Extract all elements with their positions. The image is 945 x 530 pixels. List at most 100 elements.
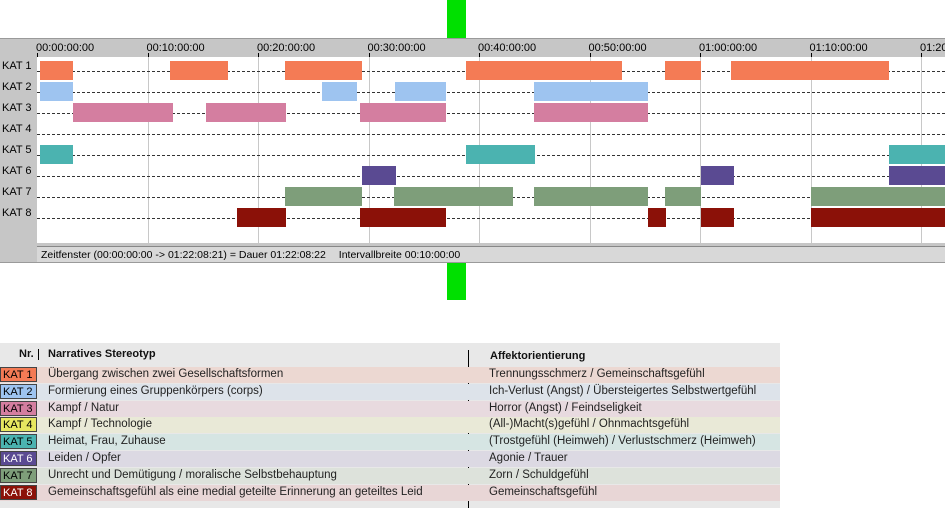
lane-baseline [37, 113, 945, 114]
lane-label: KAT 7 [2, 186, 32, 198]
header-nr: Nr. [19, 348, 34, 360]
ruler-tick-mark [700, 53, 701, 57]
narrative-text: Unrecht und Demütigung / moralische Selb… [48, 468, 337, 481]
category-segment[interactable] [888, 166, 945, 185]
category-segment[interactable] [237, 208, 286, 227]
lane-label: KAT 8 [2, 207, 32, 219]
category-segment[interactable] [40, 82, 74, 101]
interval-width-info: Intervallbreite 00:10:00:00 [338, 249, 461, 261]
category-swatch: KAT 3 [0, 400, 37, 416]
category-segment[interactable] [664, 61, 702, 80]
category-segment[interactable] [701, 208, 735, 227]
ruler-tick-label: 01:20 [920, 42, 945, 54]
category-segment[interactable] [284, 61, 362, 80]
category-segment[interactable] [322, 82, 358, 101]
ruler-tick-label: 00:50:00:00 [588, 42, 647, 54]
category-segment[interactable] [888, 145, 945, 164]
ruler-tick-label: 00:00:00:00 [36, 42, 95, 54]
category-legend-table: Nr. Narratives Stereotyp Affektorientier… [0, 343, 780, 508]
playhead-marker-top[interactable] [447, 0, 466, 38]
ruler-tick-mark [368, 53, 370, 57]
ruler-tick-mark [37, 53, 38, 57]
lane-baseline [37, 134, 945, 135]
legend-row: KAT 3 Kampf / Natur Horror (Angst) / Feind… [0, 400, 780, 417]
ruler-tick-label: 00:30:00:00 [367, 42, 426, 54]
ruler-tick-mark [921, 53, 922, 57]
affect-text: Zorn / Schuldgefühl [489, 468, 589, 481]
category-swatch: KAT 5 [0, 434, 37, 450]
category-segment[interactable] [664, 187, 702, 206]
playhead-marker-bottom[interactable] [447, 263, 466, 300]
category-segment[interactable] [810, 208, 945, 227]
time-ruler: 00:00:00:00 00:10:00:00 00:20:00:00 00:30:0… [36, 39, 945, 57]
narrative-text: Kampf / Technologie [48, 418, 152, 431]
category-segment[interactable] [284, 187, 362, 206]
ruler-tick-label: 00:10:00:00 [146, 42, 205, 54]
time-gridline [810, 57, 812, 243]
lane-label: KAT 3 [2, 102, 32, 114]
category-segment[interactable] [730, 61, 889, 80]
ruler-tick-mark [810, 53, 812, 57]
ruler-tick-label: 01:10:00:00 [809, 42, 868, 54]
ruler-tick-mark [258, 53, 259, 57]
category-segment[interactable] [206, 103, 286, 122]
affect-text: Gemeinschaftsgefühl [489, 485, 598, 498]
category-segment[interactable] [361, 166, 397, 185]
category-segment[interactable] [648, 208, 666, 227]
category-segment[interactable] [810, 187, 945, 206]
header-affect: Affektorientierung [490, 350, 586, 362]
narrative-text: Gemeinschaftsgefühl als eine medial gete… [48, 485, 423, 498]
category-segment[interactable] [359, 103, 446, 122]
category-swatch: KAT 7 [0, 467, 37, 483]
ruler-tick-mark [147, 53, 149, 57]
legend-row: KAT 8 Gemeinschaftsgefühl als eine medial… [0, 484, 780, 501]
lane-label: KAT 1 [2, 60, 32, 72]
ruler-tick-mark [589, 53, 591, 57]
affect-text: Trennungsschmerz / Gemeinschaftsgefühl [489, 368, 705, 380]
category-segment[interactable] [701, 166, 735, 185]
affect-text: Ich-Verlust (Angst) / Übersteigertes Sel… [489, 384, 757, 397]
affect-text: (Trostgefühl (Heimweh) / Verlustschmerz … [489, 435, 756, 448]
ruler-tick-mark [479, 53, 480, 57]
affect-text: Horror (Angst) / Feindseligkeit [489, 401, 642, 414]
category-segment[interactable] [40, 145, 74, 164]
category-segment[interactable] [73, 103, 173, 122]
narrative-text: Formierung eines Gruppenkörpers (corps) [48, 384, 263, 397]
legend-header: Nr. Narratives Stereotyp Affektorientier… [0, 343, 780, 367]
category-segment[interactable] [465, 61, 622, 80]
category-segment[interactable] [359, 208, 446, 227]
lane-label: KAT 4 [2, 123, 32, 135]
category-segment[interactable] [534, 82, 649, 101]
category-segment[interactable] [395, 82, 446, 101]
category-segment[interactable] [393, 187, 514, 206]
category-segment[interactable] [465, 145, 536, 164]
category-swatch: KAT 1 [0, 367, 37, 382]
lane-label: KAT 6 [2, 165, 32, 177]
category-segment[interactable] [169, 61, 229, 80]
time-gridline [147, 57, 149, 243]
time-gridline [368, 57, 370, 243]
affect-text: Agonie / Trauer [489, 452, 568, 464]
lane-baseline [37, 176, 945, 177]
category-swatch: KAT 4 [0, 417, 37, 433]
time-gridline [258, 57, 259, 243]
ruler-tick-label: 00:20:00:00 [257, 42, 316, 54]
category-segment[interactable] [534, 103, 649, 122]
narrative-text: Übergang zwischen zwei Gesellschaftsform… [48, 368, 284, 380]
category-swatch: KAT 6 [0, 451, 37, 466]
status-bar: Zeitfenster (00:00:00:00 -> 01:22:08:21)… [37, 246, 945, 262]
lane-baseline [37, 92, 945, 93]
legend-row: KAT 1 Übergang zwischen zwei Gesellschaft… [0, 367, 780, 383]
time-gridline [589, 57, 591, 243]
lane-area [37, 57, 945, 243]
category-segment[interactable] [534, 187, 649, 206]
lane-label: KAT 2 [2, 81, 32, 93]
narrative-text: Kampf / Natur [48, 401, 119, 414]
time-window-info: Zeitfenster (00:00:00:00 -> 01:22:08:21)… [41, 249, 326, 261]
category-swatch: KAT 8 [0, 484, 37, 500]
category-segment[interactable] [40, 61, 74, 80]
lane-baseline [37, 218, 945, 219]
timeline-panel: 00:00:00:00 00:10:00:00 00:20:00:00 00:30:0… [0, 38, 945, 263]
